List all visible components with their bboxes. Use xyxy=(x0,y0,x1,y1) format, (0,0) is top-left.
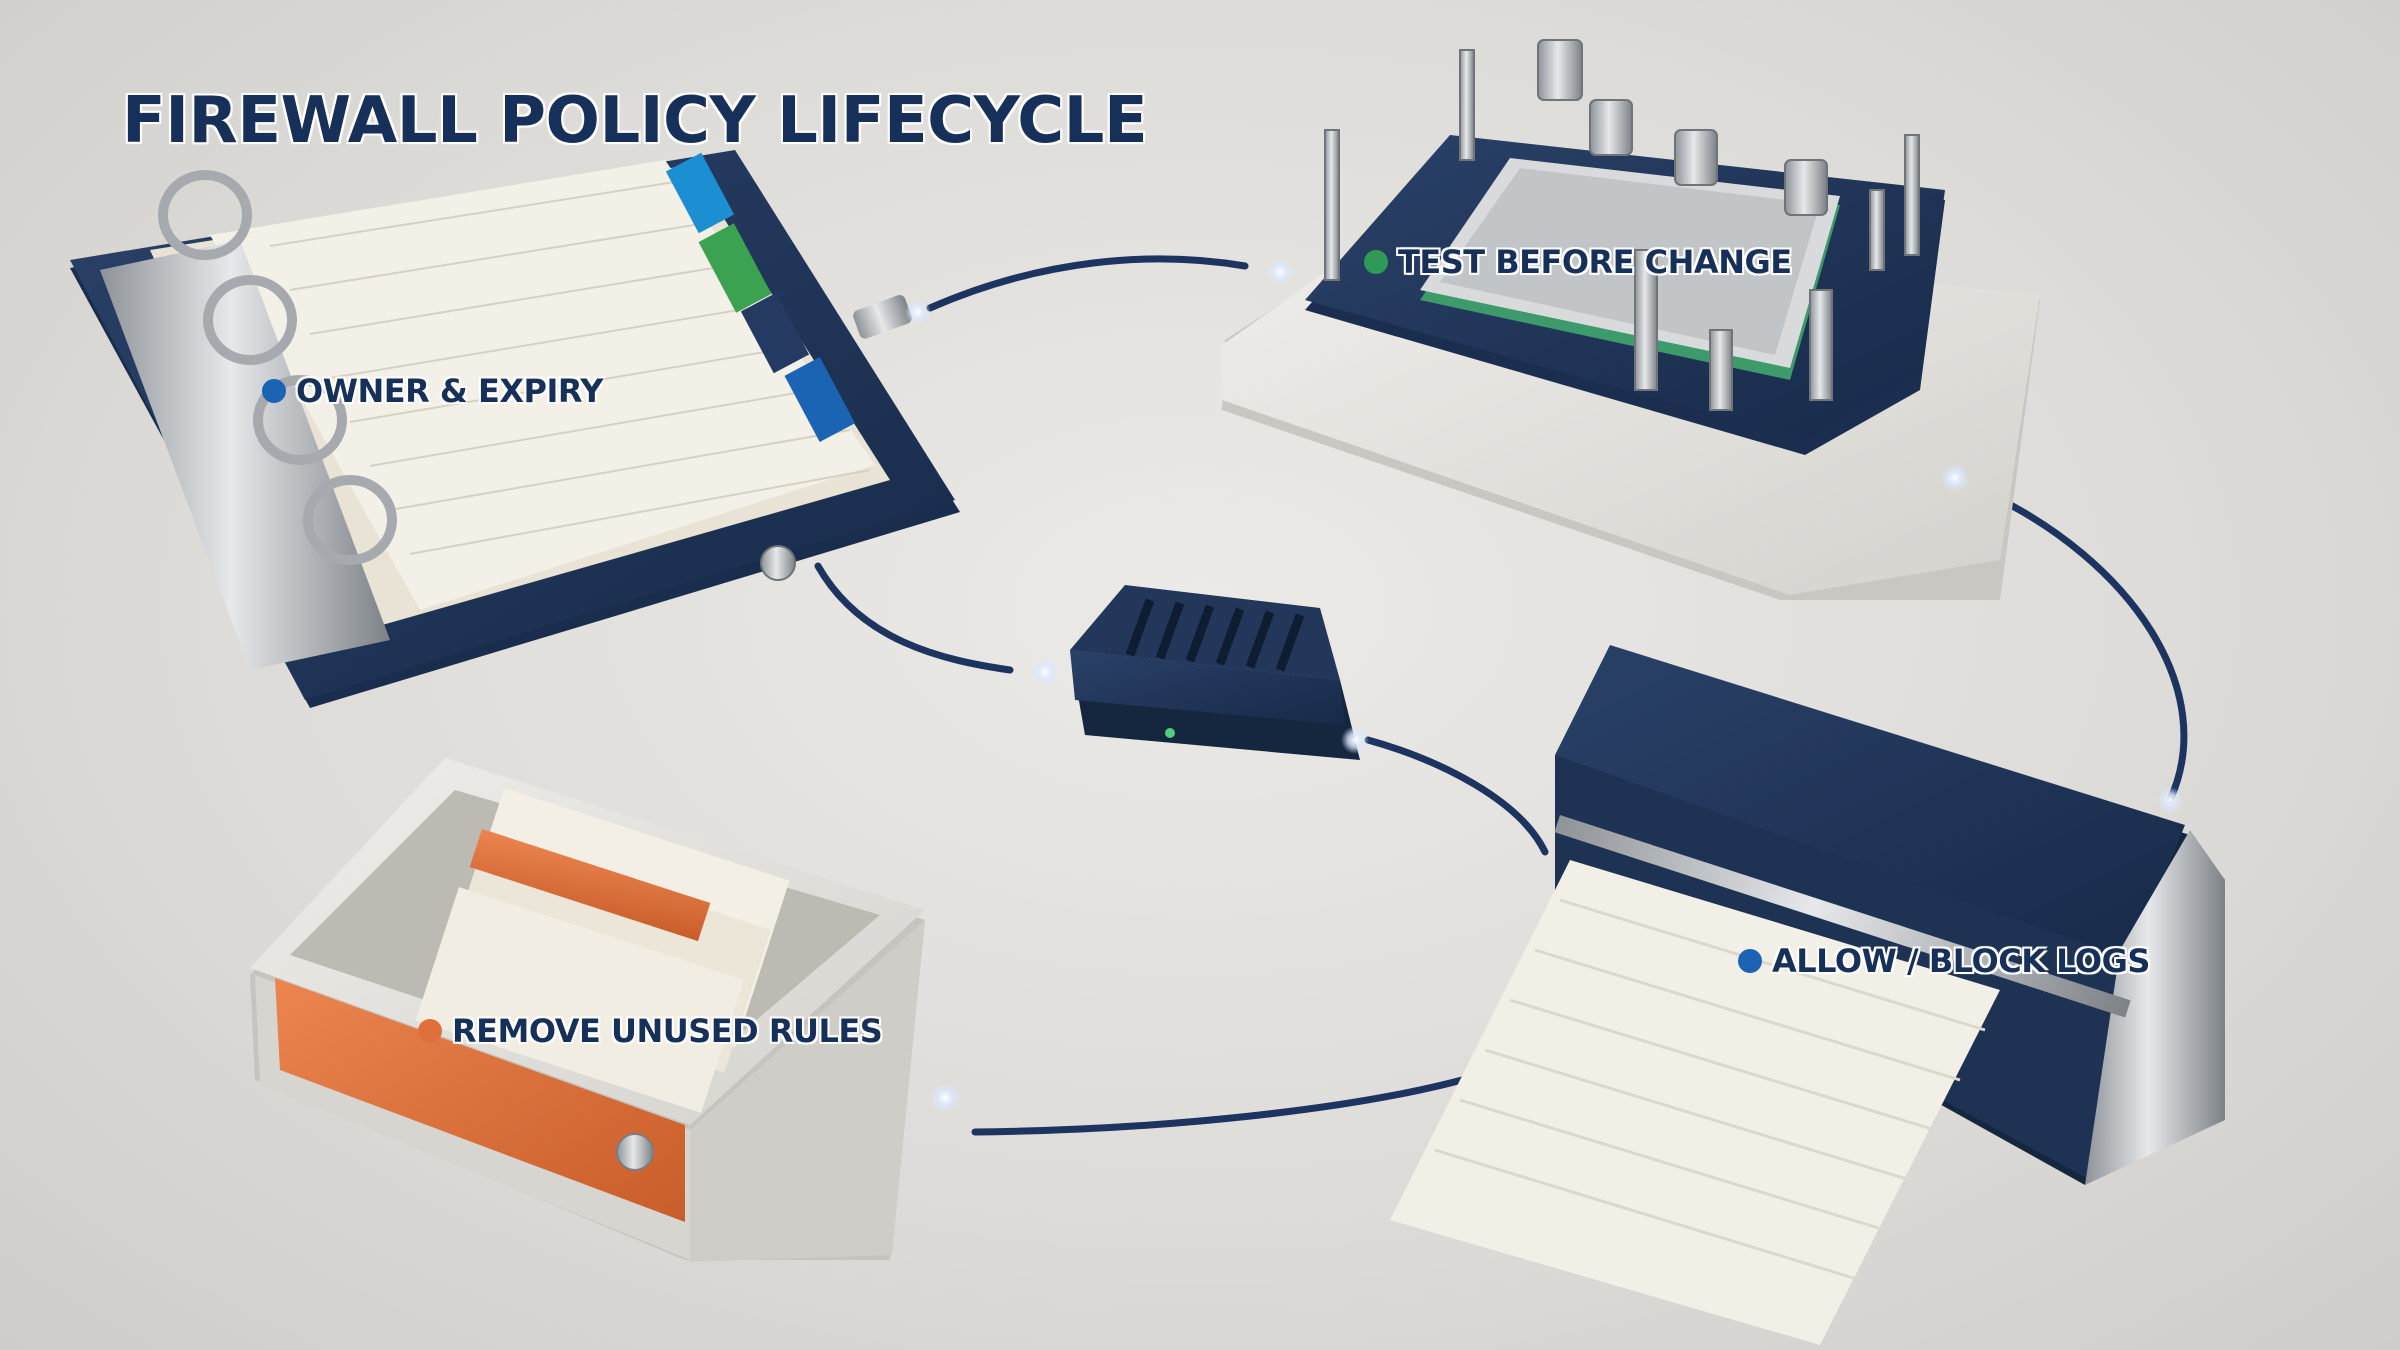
log-printer-icon xyxy=(1390,645,2225,1345)
cable-fixture-to-printer xyxy=(1981,488,2188,804)
cable-hub-to-printer xyxy=(1364,736,1549,856)
stage-label-text: REMOVE UNUSED RULES xyxy=(452,1012,883,1050)
page-title: FIREWALL POLICY LIFECYCLE xyxy=(122,84,1148,158)
card-box-icon xyxy=(250,758,960,1262)
stage-dot-icon xyxy=(1738,949,1762,973)
stage-dot-icon xyxy=(418,1019,442,1043)
stage-label-text: OWNER & EXPIRY xyxy=(296,372,603,410)
stage-label-test-before-change: TEST BEFORE CHANGE xyxy=(1364,243,1792,281)
stage-label-owner-expiry: OWNER & EXPIRY xyxy=(262,372,603,410)
stage-dot-icon xyxy=(1364,250,1388,274)
cable-box-to-printer xyxy=(971,1071,1484,1136)
stage-label-text: ALLOW / BLOCK LOGS xyxy=(1772,942,2150,980)
stage-dot-icon xyxy=(262,379,286,403)
binder-icon xyxy=(70,150,960,708)
cable-binder-to-hub xyxy=(814,562,1014,674)
stage-label-allow-block-logs: ALLOW / BLOCK LOGS xyxy=(1738,942,2150,980)
cable-binder-to-fixture xyxy=(926,255,1249,312)
cable-network xyxy=(814,255,2188,1136)
stage-label-remove-unused-rules: REMOVE UNUSED RULES xyxy=(418,1012,883,1050)
stage-label-text: TEST BEFORE CHANGE xyxy=(1398,243,1792,281)
hub-device-icon xyxy=(1031,585,1369,760)
test-fixture-icon xyxy=(1222,39,2040,600)
